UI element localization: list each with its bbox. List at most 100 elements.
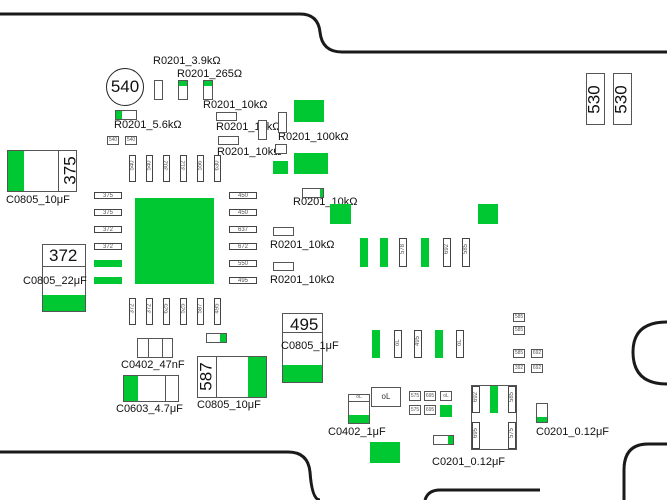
label-c0402-47nf: C0402_47nF — [121, 359, 185, 371]
board-edge-bottom — [0, 450, 321, 500]
capacitor-c0603-4.7uf[interactable] — [123, 375, 179, 402]
tag-392: 392 — [513, 364, 525, 373]
resistor-10k-e[interactable] — [273, 227, 294, 236]
component-ol-box[interactable]: oL — [371, 387, 401, 407]
tag-695-b: 695 — [424, 405, 436, 415]
ic-pin: 550 — [229, 260, 257, 267]
inductor-block[interactable]: 692 585 695 575 — [471, 385, 517, 450]
ic-pin: 372 — [129, 298, 136, 325]
resistor-10k-d[interactable] — [302, 188, 324, 198]
label-c0201-0.12uf-a: C0201_0.12μF — [432, 456, 505, 468]
resistor-5.6k[interactable] — [115, 110, 137, 120]
value-372: 372 — [49, 246, 78, 265]
ic-pin: 630 — [214, 155, 221, 182]
ic-pin: 540 — [129, 155, 136, 182]
tag-575-b: 575 — [409, 405, 421, 415]
value-530-a: 530 — [584, 85, 604, 114]
tag-585-a: 585 — [513, 313, 525, 322]
pad-c — [273, 161, 288, 174]
ic-pin: 525 — [180, 298, 187, 325]
label-r0201-10k-f: R0201_10kΩ — [270, 274, 335, 286]
capacitor-c0201-0.12uf-b[interactable] — [536, 403, 548, 423]
board-edge-bottom-right — [423, 488, 540, 500]
ic-pin: 587 — [197, 298, 204, 325]
capacitor-c0805-1uf[interactable]: 495 — [282, 313, 323, 383]
resistor-3.9k[interactable] — [154, 80, 163, 100]
component-495[interactable]: 495 — [414, 330, 422, 358]
ind-pin: 585 — [508, 386, 516, 413]
resistor-530-b[interactable]: 530 — [611, 73, 632, 125]
resistor-530-a[interactable]: 530 — [584, 73, 605, 125]
capacitor-c0402-1uf[interactable]: oL — [348, 394, 370, 424]
resistor-100k[interactable] — [278, 112, 287, 133]
resistor-10k-a[interactable] — [216, 112, 237, 121]
board-edge-top — [0, 12, 667, 54]
value-530-b: 530 — [611, 85, 631, 114]
tag-540-b: 540 — [125, 136, 137, 145]
ic-pin: 375 — [94, 209, 122, 216]
component-585[interactable]: 585 — [462, 238, 470, 267]
capacitor-c0805-10uf-a[interactable]: 375 — [7, 150, 80, 192]
ic-pin: 302 — [163, 155, 170, 182]
ic-pin: 372 — [94, 243, 122, 250]
ic-pin: 625 — [163, 298, 170, 325]
board-edge-right-lower — [622, 442, 667, 500]
small-resistor[interactable] — [206, 333, 227, 343]
pad-a — [294, 100, 324, 122]
tag-ol-1: oL — [351, 395, 367, 401]
resistor-265-b[interactable] — [203, 80, 213, 100]
label-c0402-1uf: C0402_1μF — [328, 426, 386, 438]
ic-thermal-pad — [135, 198, 214, 284]
pad-mid-1 — [360, 238, 368, 267]
ic-pin: 372 — [146, 298, 153, 325]
pad-row2-2 — [435, 330, 443, 358]
tag-575-a: 575 — [409, 391, 421, 401]
resistor-265-a[interactable] — [178, 80, 188, 100]
ic-pin: 495 — [214, 298, 221, 325]
ind-pin: 575 — [508, 422, 516, 449]
label-r0201-265: R0201_265Ω — [177, 68, 243, 80]
ic-pin: 672 — [229, 243, 257, 250]
value-587: 587 — [196, 362, 216, 391]
tag-585-b: 585 — [513, 326, 525, 335]
capacitor-c0805-10uf-b[interactable]: 587 — [197, 356, 267, 398]
ic-pin-pad — [94, 277, 122, 284]
label-c0805-22uf: C0805_22μF — [23, 275, 87, 287]
ic-pin: 450 — [229, 209, 257, 216]
resistor-10k-c2[interactable] — [275, 144, 287, 154]
board-edge-right-notch — [631, 320, 667, 386]
ref-circle-540: 540 — [106, 68, 144, 106]
pad-mid-3 — [421, 238, 429, 267]
capacitor-c0402-47nf[interactable] — [137, 338, 173, 358]
ic-pin: 556 — [197, 155, 204, 182]
ind-pin: 692 — [472, 386, 480, 413]
pad-e — [478, 204, 498, 224]
label-r0201-5.6k: R0201_5.6kΩ — [114, 119, 182, 131]
resistor-10k-f[interactable] — [273, 262, 294, 271]
resistor-10k-b[interactable] — [258, 120, 267, 140]
capacitor-c0201-0.12uf-a[interactable] — [433, 435, 454, 445]
component-ol-b[interactable]: oL — [456, 330, 464, 358]
label-c0201-0.12uf-b: C0201_0.12μF — [536, 426, 609, 438]
resistor-10k-c[interactable] — [218, 136, 239, 145]
ic-pin: 450 — [229, 192, 257, 199]
ic-pin: 495 — [229, 277, 257, 284]
tag-695-a: 695 — [424, 391, 436, 401]
component-692[interactable]: 692 — [443, 238, 451, 267]
pad-bottom-large — [370, 442, 400, 463]
pad-mid-2 — [380, 238, 388, 267]
pad-b — [294, 153, 328, 174]
label-r0201-10k-b: R0201_10kΩ — [216, 121, 281, 133]
component-ol-a[interactable]: oL — [394, 330, 402, 358]
label-r0201-10k-d: R0201_10kΩ — [293, 196, 358, 208]
ic-pin: 312 — [180, 155, 187, 182]
value-375: 375 — [60, 156, 80, 185]
label-r0201-100k: R0201_100kΩ — [278, 131, 349, 143]
label-r0201-10k-c: R0201_10kΩ — [217, 146, 282, 158]
ic-pin: 372 — [94, 226, 122, 233]
pad-grid — [440, 405, 452, 417]
pad-d — [330, 204, 351, 224]
component-578[interactable]: 578 — [399, 238, 407, 267]
label-r0201-10k-a: R0201_10kΩ — [203, 99, 268, 111]
capacitor-c0805-22uf[interactable]: 372 — [42, 244, 86, 312]
